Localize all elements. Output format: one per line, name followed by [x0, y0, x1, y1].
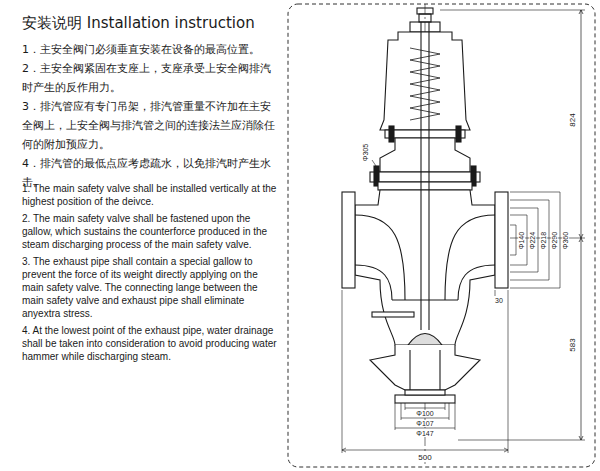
dimension-label: Φ224 [529, 230, 536, 249]
dimension-label: Φ140 [518, 230, 525, 249]
english-instruction: 1. The main safety valve shall be instal… [22, 182, 280, 208]
dimension-label: Φ100 [415, 410, 434, 417]
english-instruction: 4. At the lowest point of the exhaust pi… [22, 324, 280, 363]
dimension-label: 30 [494, 297, 504, 304]
dimension-label: 500 [417, 454, 432, 462]
title: 安装说明 Installation instruction [22, 14, 255, 33]
dimension-label: Φ360 [562, 230, 569, 249]
dimension-label: Φ305 [362, 142, 369, 161]
dimension-label: Φ107 [415, 420, 434, 427]
dimension-label: 824 [569, 112, 577, 127]
english-instruction: 3. The exhaust pipe shall contain a spec… [22, 255, 280, 320]
chinese-instruction: 3．排汽管应有专门吊架，排汽管重量不许加在主安全阀上，上安全阀与排汽管之间的连接… [22, 97, 280, 154]
english-instruction: 2. The main safety valve shall be fasten… [22, 212, 280, 251]
dimension-label: 583 [569, 337, 577, 352]
chinese-instruction: 1．主安全阀门必须垂直安装在设备的最高位置。 [22, 40, 280, 59]
dimension-label: Φ290 [551, 230, 558, 249]
dimension-label: Φ218 [540, 230, 547, 249]
dimension-label: Φ147 [415, 430, 434, 437]
chinese-instruction: 2．主安全阀紧固在支座上，支座承受上安全阀排汽时产生的反作用力。 [22, 59, 280, 97]
